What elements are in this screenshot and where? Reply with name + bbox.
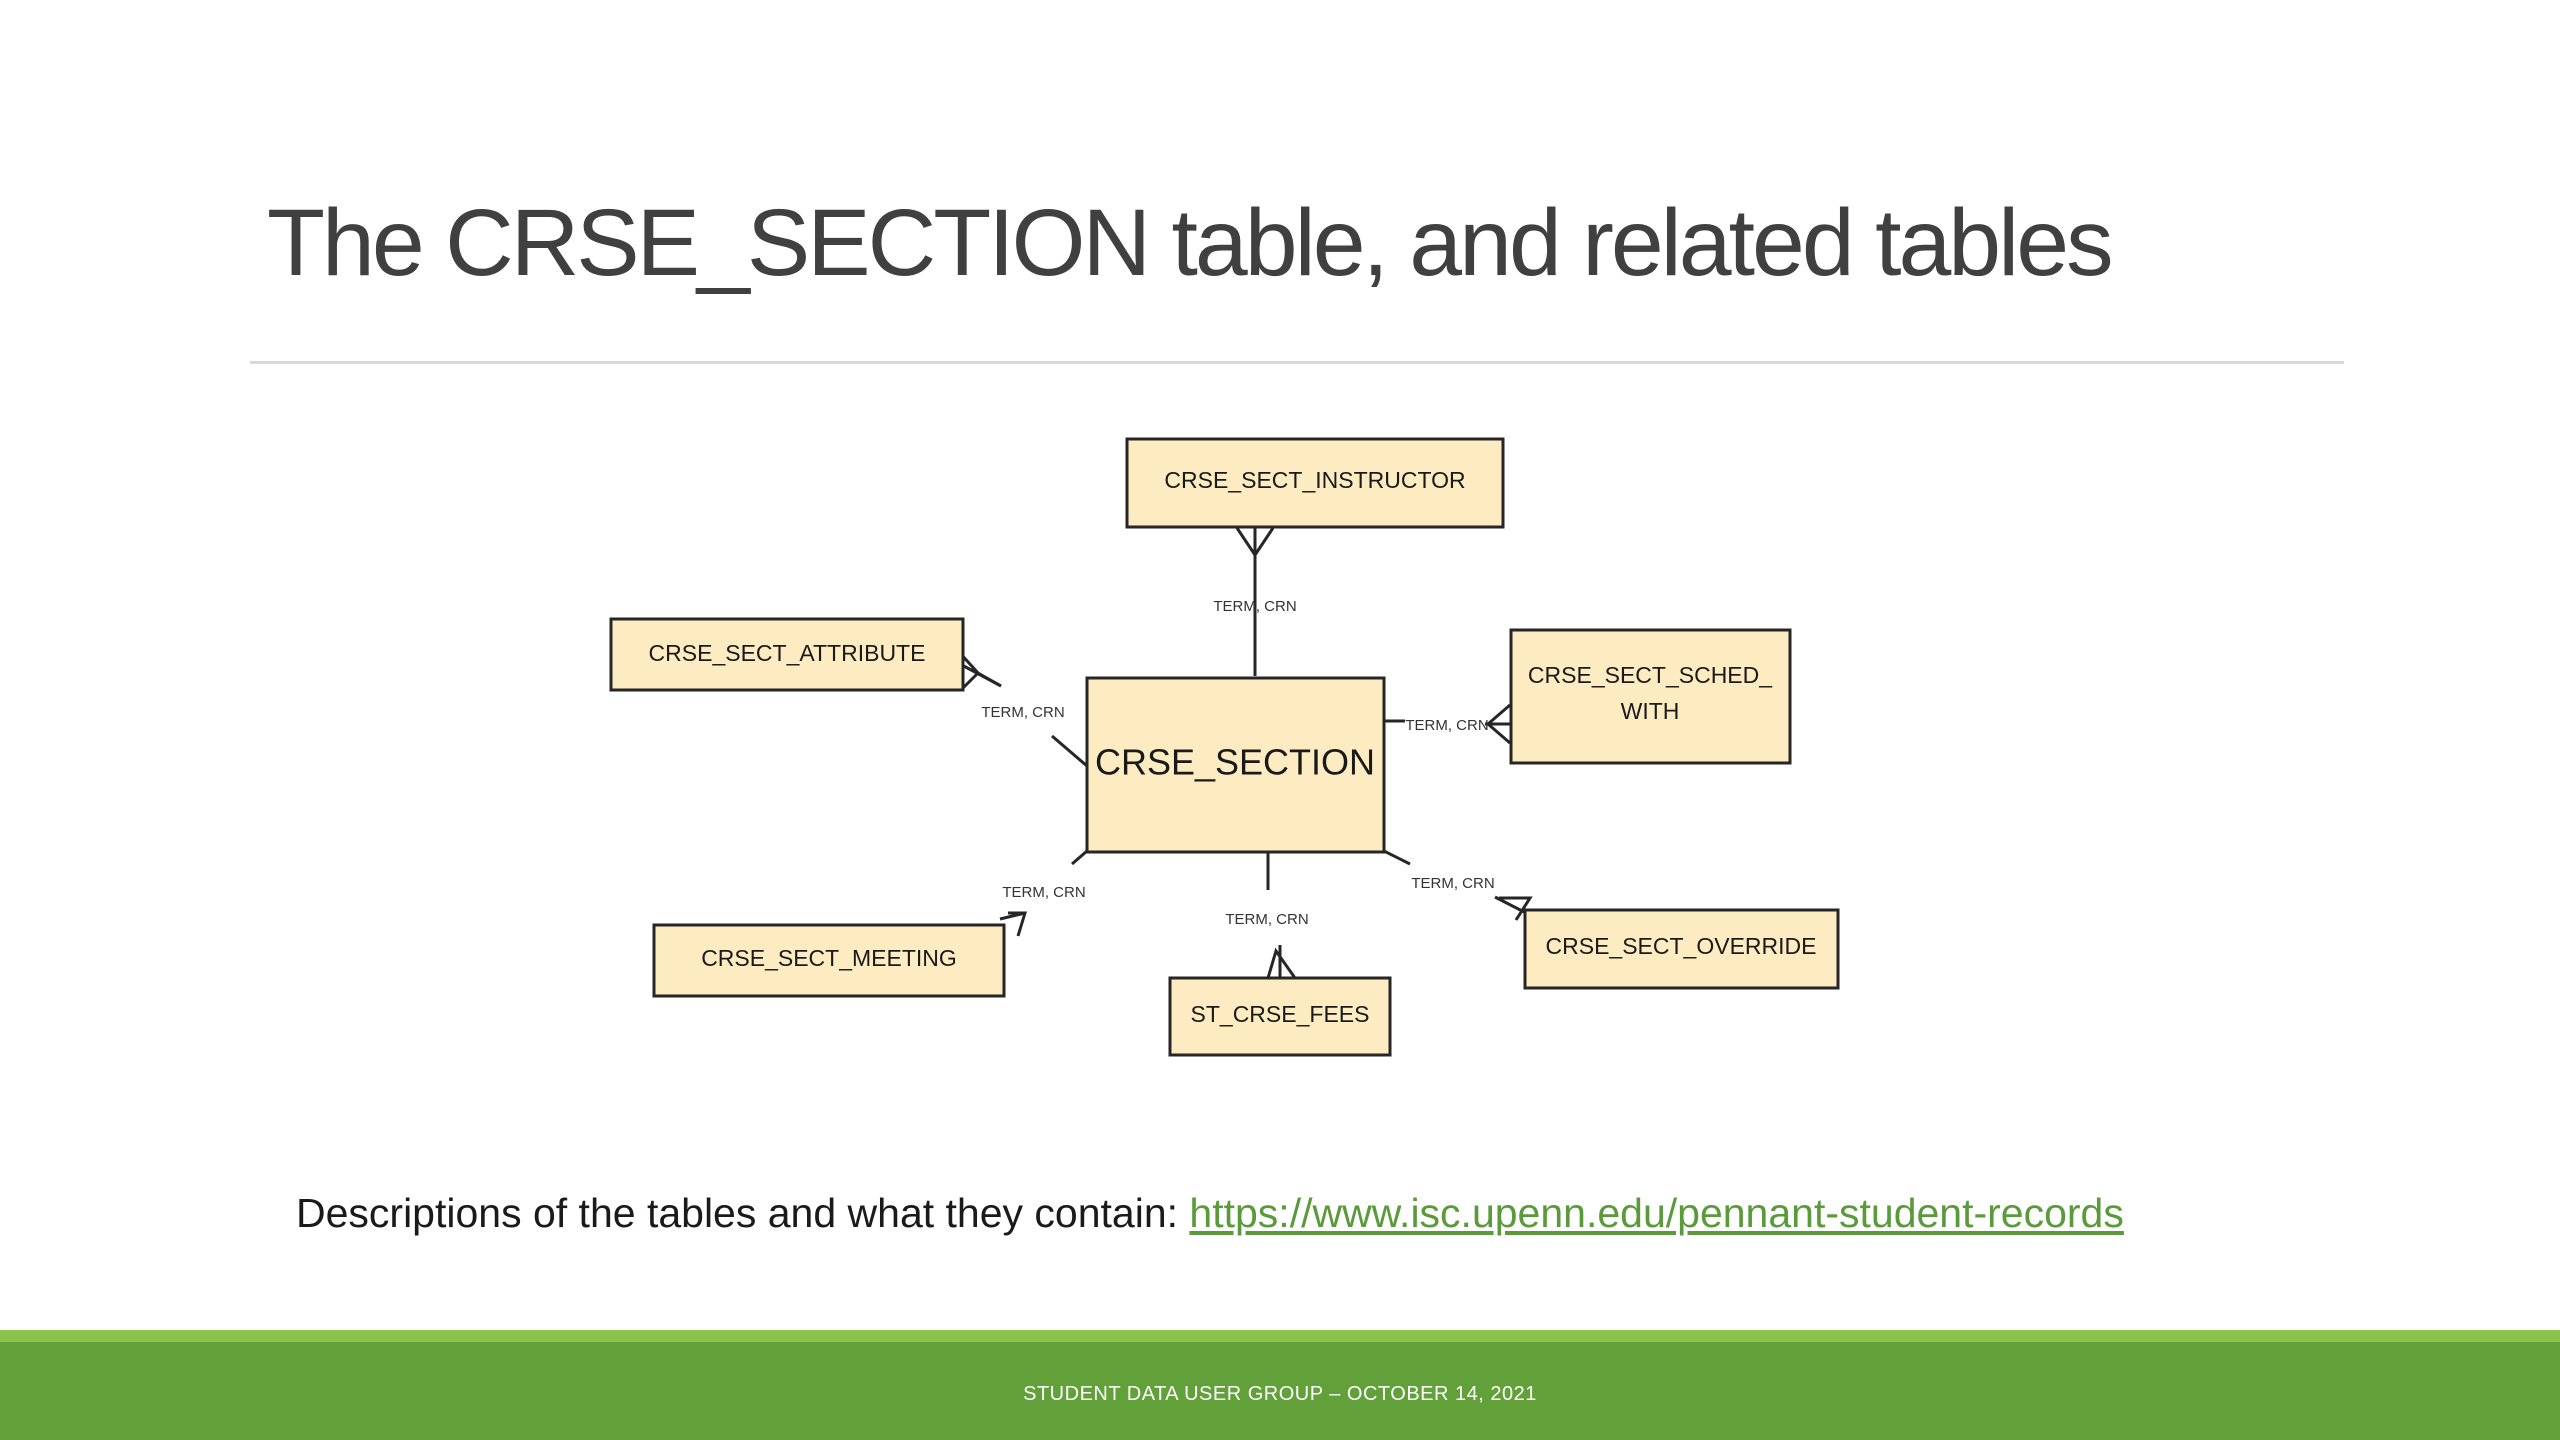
relationship-label: TERM, CRN (1411, 875, 1494, 892)
footer-stripe (0, 1330, 2560, 1342)
entity-crse-sect-meeting: CRSE_SECT_MEETING (652, 923, 1006, 998)
entity-st-crse-fees: ST_CRSE_FEES (1168, 976, 1392, 1057)
relationship-label: TERM, CRN (981, 704, 1064, 721)
description-text: Descriptions of the tables and what they… (296, 1190, 1190, 1236)
relationship-override: TERM, CRN (1383, 849, 1533, 921)
relationship-label: TERM, CRN (1405, 717, 1488, 734)
description: Descriptions of the tables and what they… (296, 1188, 2124, 1238)
entity-label: CRSE_SECT_MEETING (701, 945, 957, 971)
relationship-label: TERM, CRN (1225, 911, 1308, 928)
entity-crse-sect-attribute: CRSE_SECT_ATTRIBUTE (609, 617, 965, 692)
entity-crse-sect-instructor: CRSE_SECT_INSTRUCTOR (1125, 437, 1505, 529)
relationship-sched-with: TERM, CRN (1384, 703, 1511, 745)
entity-crse-sect-override: CRSE_SECT_OVERRIDE (1523, 908, 1840, 990)
relationship-label: TERM, CRN (1002, 884, 1085, 901)
relationship-fees: TERM, CRN (1225, 853, 1309, 979)
footer-text: STUDENT DATA USER GROUP – OCTOBER 14, 20… (1023, 1383, 1537, 1405)
relationship-label: TERM, CRN (1213, 598, 1296, 615)
entity-crse-section: CRSE_SECTION (1085, 676, 1386, 854)
relationship-attribute: TERM, CRN (948, 640, 1088, 768)
slide-title: The CRSE_SECTION table, and related tabl… (267, 190, 2114, 296)
entity-label-line2: WITH (1621, 698, 1680, 724)
entity-label: ST_CRSE_FEES (1191, 1001, 1370, 1027)
footer-bar: STUDENT DATA USER GROUP – OCTOBER 14, 20… (0, 1342, 2560, 1440)
title-divider (250, 361, 2344, 364)
entity-label: CRSE_SECT_ATTRIBUTE (649, 640, 926, 666)
entity-label-line1: CRSE_SECT_SCHED_ (1528, 662, 1773, 688)
entity-label: CRSE_SECTION (1095, 742, 1375, 783)
entity-crse-sect-sched-with: CRSE_SECT_SCHED_ WITH (1509, 628, 1792, 765)
relationship-instructor: TERM, CRN (1213, 524, 1297, 676)
records-link[interactable]: https://www.isc.upenn.edu/pennant-studen… (1189, 1190, 2124, 1236)
entity-label: CRSE_SECT_OVERRIDE (1546, 933, 1817, 959)
relationship-meeting: TERM, CRN (999, 849, 1088, 937)
entity-label: CRSE_SECT_INSTRUCTOR (1164, 467, 1465, 493)
